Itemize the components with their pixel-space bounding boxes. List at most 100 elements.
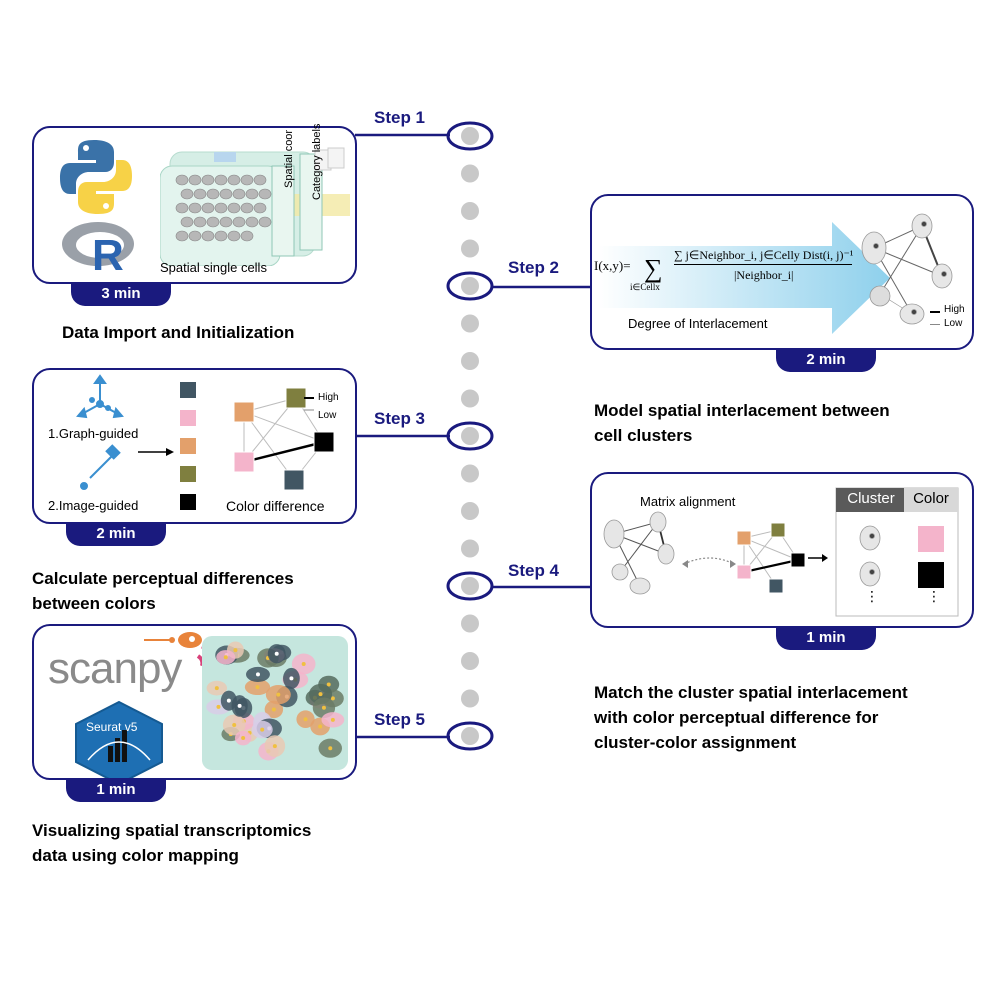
step2-card: I(x,y)= ∑ i∈Cellx ∑ j∈Neighbor_i, j∈Cell… (590, 194, 974, 350)
cell (188, 174, 202, 186)
spatial-data-panel (160, 147, 350, 266)
cell (214, 230, 228, 242)
cell (206, 188, 220, 200)
spatial-coor-label: Spatial coor (283, 129, 295, 188)
cell-nucleus (233, 648, 238, 653)
cell (240, 202, 254, 214)
timeline-dot (461, 164, 479, 183)
cell (232, 188, 246, 200)
table-header-color: Color (913, 490, 949, 507)
timeline-dot (461, 652, 479, 670)
cell-node (611, 563, 629, 581)
color-node (233, 401, 255, 423)
cell-nucleus (318, 724, 323, 729)
seurat-logo-text: Seurat v5 (86, 720, 138, 734)
cell-nucleus (869, 569, 875, 575)
step5-card: scanpy Seurat v5 (32, 624, 357, 782)
formula-sum-index: i∈Cellx (630, 282, 660, 292)
cell (253, 202, 267, 214)
cell-nucleus (226, 698, 231, 703)
color-node (285, 387, 307, 409)
cell (240, 174, 254, 186)
python-logo-icon (60, 140, 132, 214)
cell (175, 174, 189, 186)
cell-nucleus (321, 705, 326, 710)
table-header-cluster: Cluster (847, 490, 895, 507)
cell-nucleus (214, 686, 219, 691)
cell (214, 202, 228, 214)
high-label: High (944, 304, 965, 315)
cell-node (649, 511, 667, 533)
cell (175, 202, 189, 214)
cell-node (629, 577, 651, 595)
step3-card: 1.Graph-guided 2.Image-guided Color diff… (32, 368, 357, 524)
cell (214, 174, 228, 186)
step2-time-badge: 2 min (776, 348, 876, 372)
cell (193, 216, 207, 228)
cell-nucleus (301, 661, 306, 666)
step4-caption: Match the cluster spatial interlacement … (594, 683, 908, 752)
step1-time-badge: 3 min (71, 282, 171, 306)
formula-denominator: |Neighbor_i| (734, 268, 794, 282)
color-swatch (180, 438, 196, 454)
cell (227, 202, 241, 214)
color-swatch (180, 382, 196, 398)
cell-nucleus (274, 651, 279, 656)
cell (227, 230, 241, 242)
cluster-ellipsis: ⋮ (865, 588, 879, 604)
color-node (736, 564, 752, 580)
color-node (233, 451, 255, 473)
color-node (768, 578, 784, 594)
color-swatch (180, 466, 196, 482)
cell (206, 216, 220, 228)
color-swatch (180, 494, 196, 510)
category-labels-label: Category labels (311, 123, 323, 200)
degree-interlacement-label: Degree of Interlacement (628, 316, 768, 331)
cell-nucleus (237, 703, 242, 708)
graph-guided-icon (76, 374, 124, 419)
step2-label: Step 2 (508, 258, 560, 277)
matrix-alignment-label: Matrix alignment (640, 494, 736, 509)
step2-caption: Model spatial interlacement between cell… (594, 401, 890, 445)
cell (201, 174, 215, 186)
color-node (770, 522, 786, 538)
cell-nucleus (326, 682, 331, 687)
cell (258, 188, 272, 200)
cell-nucleus (330, 717, 335, 722)
color-node (790, 552, 806, 568)
cell-node (869, 285, 891, 307)
step5-label: Step 5 (374, 710, 426, 729)
cell (188, 202, 202, 214)
high-label: High (318, 392, 339, 403)
cell (258, 216, 272, 228)
timeline-dot (461, 202, 479, 220)
step1-label: Step 1 (374, 108, 426, 127)
step3-label: Step 3 (374, 409, 426, 428)
color-node (283, 469, 305, 491)
image-guided-icon (80, 444, 121, 490)
cell (180, 216, 194, 228)
cell (193, 188, 207, 200)
cell-nucleus (241, 736, 246, 741)
timeline-dot (461, 502, 479, 520)
cell-nucleus (276, 692, 281, 697)
cell-nucleus (330, 696, 335, 701)
cell-nucleus (318, 692, 323, 697)
cell (245, 188, 259, 200)
timeline-dot (461, 352, 479, 370)
scanpy-logo-text: scanpy (48, 644, 182, 693)
step1-caption: Data Import and Initialization (62, 323, 295, 342)
r-logo-icon: R (62, 222, 134, 278)
color-difference-label: Color difference (226, 498, 325, 514)
cell-nucleus (289, 676, 294, 681)
spatial-visualization (202, 636, 348, 770)
cell (201, 230, 215, 242)
low-label: Low (944, 318, 963, 329)
step4-card: Matrix alignment Cluster Color ⋮ ⋮ (590, 472, 974, 628)
cell (188, 230, 202, 242)
step5-caption: Visualizing spatial transcriptomics data… (32, 821, 312, 865)
cell (227, 174, 241, 186)
step5-time-badge: 1 min (66, 778, 166, 802)
